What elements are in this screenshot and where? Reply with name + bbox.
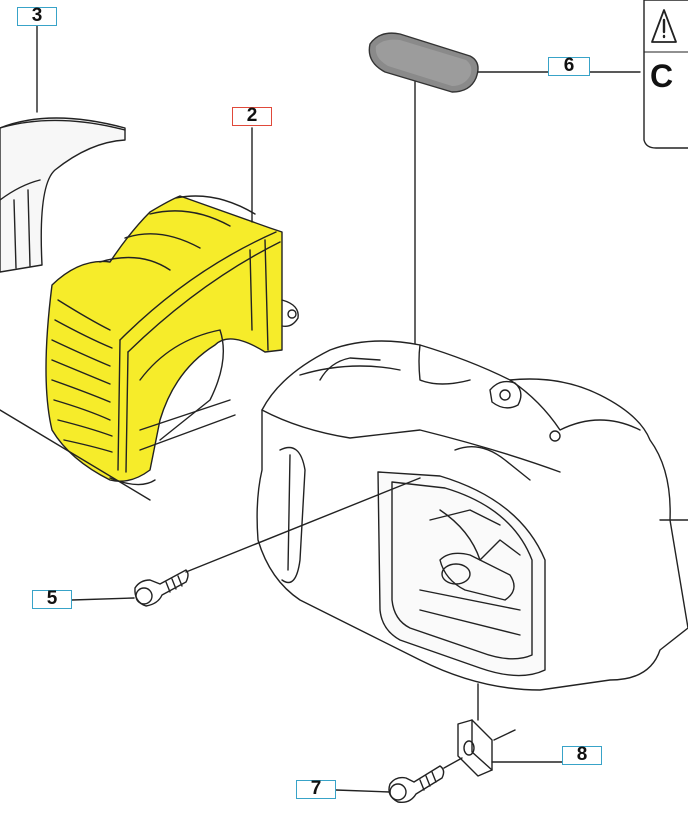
- callout-2[interactable]: 2: [232, 106, 272, 126]
- guide-line-7: [443, 757, 463, 769]
- callout-3[interactable]: 3: [17, 6, 57, 26]
- callout-8[interactable]: 8: [562, 745, 602, 765]
- part-6-filter-pad[interactable]: [368, 32, 479, 93]
- part-3-top-cover[interactable]: [0, 117, 126, 273]
- warning-label: [643, 0, 688, 149]
- leader-line-7: [335, 789, 391, 793]
- cylinder-housing[interactable]: [256, 340, 688, 691]
- part-7-screw[interactable]: [388, 765, 445, 804]
- part-8-clip-nut[interactable]: [457, 719, 493, 777]
- callout-6[interactable]: 6: [548, 56, 590, 76]
- callout-5[interactable]: 5: [32, 589, 72, 609]
- guide-line-8b: [493, 729, 516, 741]
- guide-line-5: [185, 477, 421, 573]
- part-2-cylinder-cover[interactable]: [45, 195, 299, 486]
- guide-line: [0, 409, 151, 501]
- callout-7[interactable]: 7: [296, 779, 336, 799]
- leader-line-5: [71, 597, 135, 601]
- warning-label-letter: C: [650, 58, 674, 94]
- part-5-screw[interactable]: [134, 569, 189, 607]
